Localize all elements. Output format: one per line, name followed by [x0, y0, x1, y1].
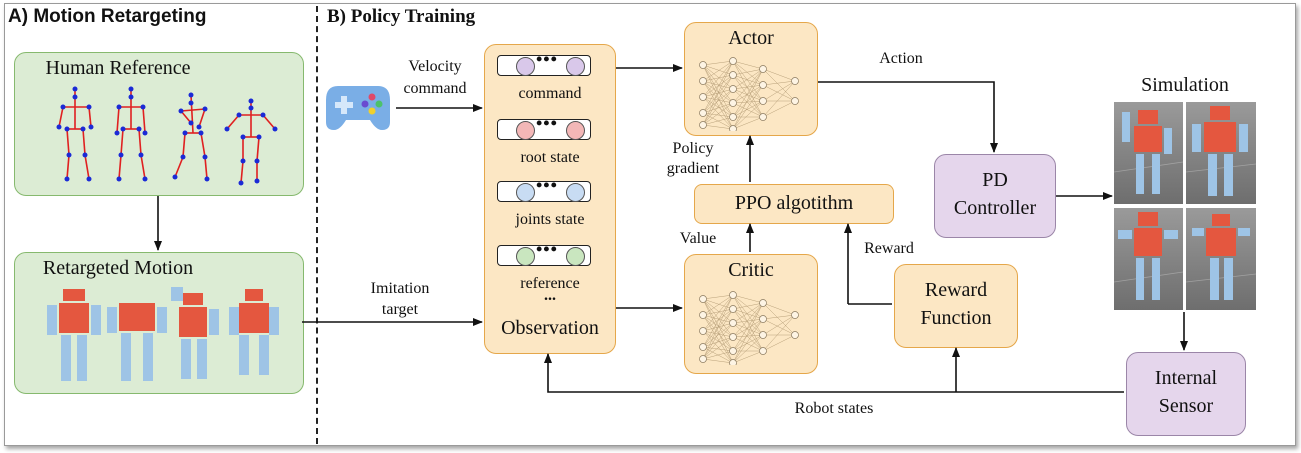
imitation-target-line1: Imitation: [370, 280, 430, 297]
reference-label: reference: [520, 275, 580, 292]
ppo-box: PPO algotithm: [694, 184, 894, 224]
pd-controller-line2: Controller: [953, 197, 1037, 219]
actor-label: Actor: [728, 27, 774, 49]
pd-controller-line1: PD: [982, 169, 1008, 191]
internal-sensor-line1: Internal: [1154, 367, 1218, 389]
simulation-label: Simulation: [1141, 74, 1229, 96]
internal-sensor-line2: Sensor: [1158, 395, 1214, 417]
velocity-command-line2: command: [403, 80, 467, 97]
robot-icon: [1122, 110, 1172, 194]
reference-slot: •••: [497, 239, 591, 266]
command-slot: •••: [497, 49, 591, 76]
reward-function-line1: Reward: [924, 279, 988, 301]
internal-sensor-box: Internal Sensor: [1126, 352, 1246, 436]
robot-states-arrow: [544, 353, 1124, 393]
simulation-image: [1114, 102, 1256, 310]
reward-label: Reward: [864, 240, 914, 257]
policy-gradient-line2: gradient: [666, 160, 720, 177]
human-skeleton-icon: [56, 86, 278, 186]
robot-icon: [47, 287, 279, 381]
gamepad-icon: [326, 86, 390, 130]
ppo-label: PPO algotithm: [734, 192, 854, 214]
observation-title: Observation: [501, 317, 599, 339]
root-state-label: root state: [520, 149, 580, 166]
observation-box: ••• command ••• root state ••• joints st…: [484, 44, 616, 354]
root-state-slot: •••: [497, 113, 591, 140]
panel-b-title: B) Policy Training: [327, 6, 476, 27]
joints-state-slot: •••: [497, 175, 591, 202]
command-label: command: [518, 85, 582, 102]
retargeted-motion-box: Retargeted Motion: [14, 252, 304, 394]
imitation-target-line2: target: [381, 301, 419, 318]
critic-box: Critic: [684, 254, 818, 374]
human-reference-box: Human Reference: [14, 52, 304, 196]
observation-ellipsis: ...: [544, 287, 556, 304]
neural-network-icon: [699, 291, 799, 365]
action-arrow: [818, 81, 998, 153]
panel-a-title: A) Motion Retargeting: [8, 6, 207, 27]
critic-label: Critic: [728, 259, 774, 281]
robot-states-label: Robot states: [794, 400, 874, 417]
policy-gradient-line1: Policy: [672, 140, 714, 157]
human-reference-label: Human Reference: [45, 57, 191, 79]
action-label: Action: [879, 50, 923, 67]
value-label: Value: [679, 230, 717, 247]
neural-network-icon: [699, 57, 799, 131]
pd-controller-box: PD Controller: [934, 154, 1056, 238]
reward-function-line2: Function: [920, 307, 992, 329]
reward-function-box: Reward Function: [894, 264, 1018, 348]
joints-state-label: joints state: [515, 211, 585, 228]
velocity-command-line1: Velocity: [408, 58, 462, 75]
retargeted-motion-label: Retargeted Motion: [42, 257, 194, 279]
panel-divider: [316, 6, 318, 444]
actor-box: Actor: [684, 22, 818, 136]
